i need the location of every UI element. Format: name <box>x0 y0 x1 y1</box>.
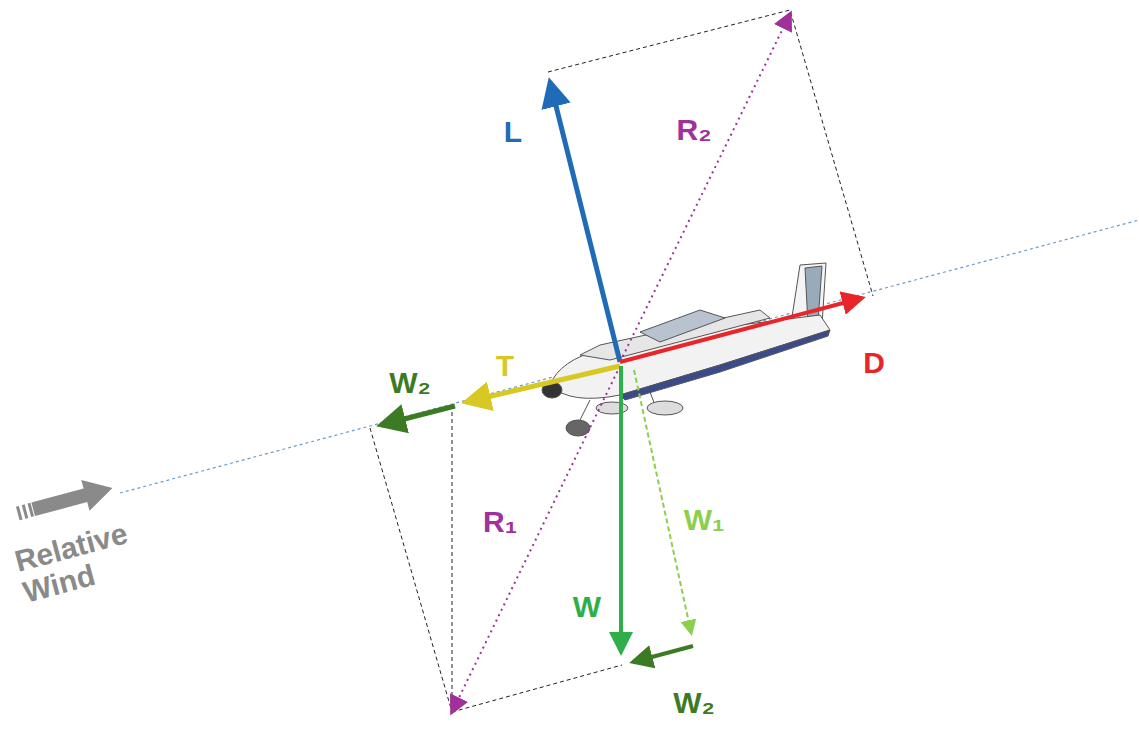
force-label: R₂ <box>677 115 712 145</box>
force-label: R₁ <box>483 507 517 537</box>
airplane <box>542 263 830 436</box>
wind-label: Relative Wind <box>11 508 172 608</box>
force-label: W₁ <box>684 505 725 535</box>
force-label: W <box>573 592 601 622</box>
force-label: W₂ <box>673 688 715 718</box>
force-label: T <box>496 351 514 381</box>
force-label: W₂ <box>389 368 431 398</box>
force-label: D <box>863 348 885 378</box>
force-label: L <box>504 117 522 147</box>
